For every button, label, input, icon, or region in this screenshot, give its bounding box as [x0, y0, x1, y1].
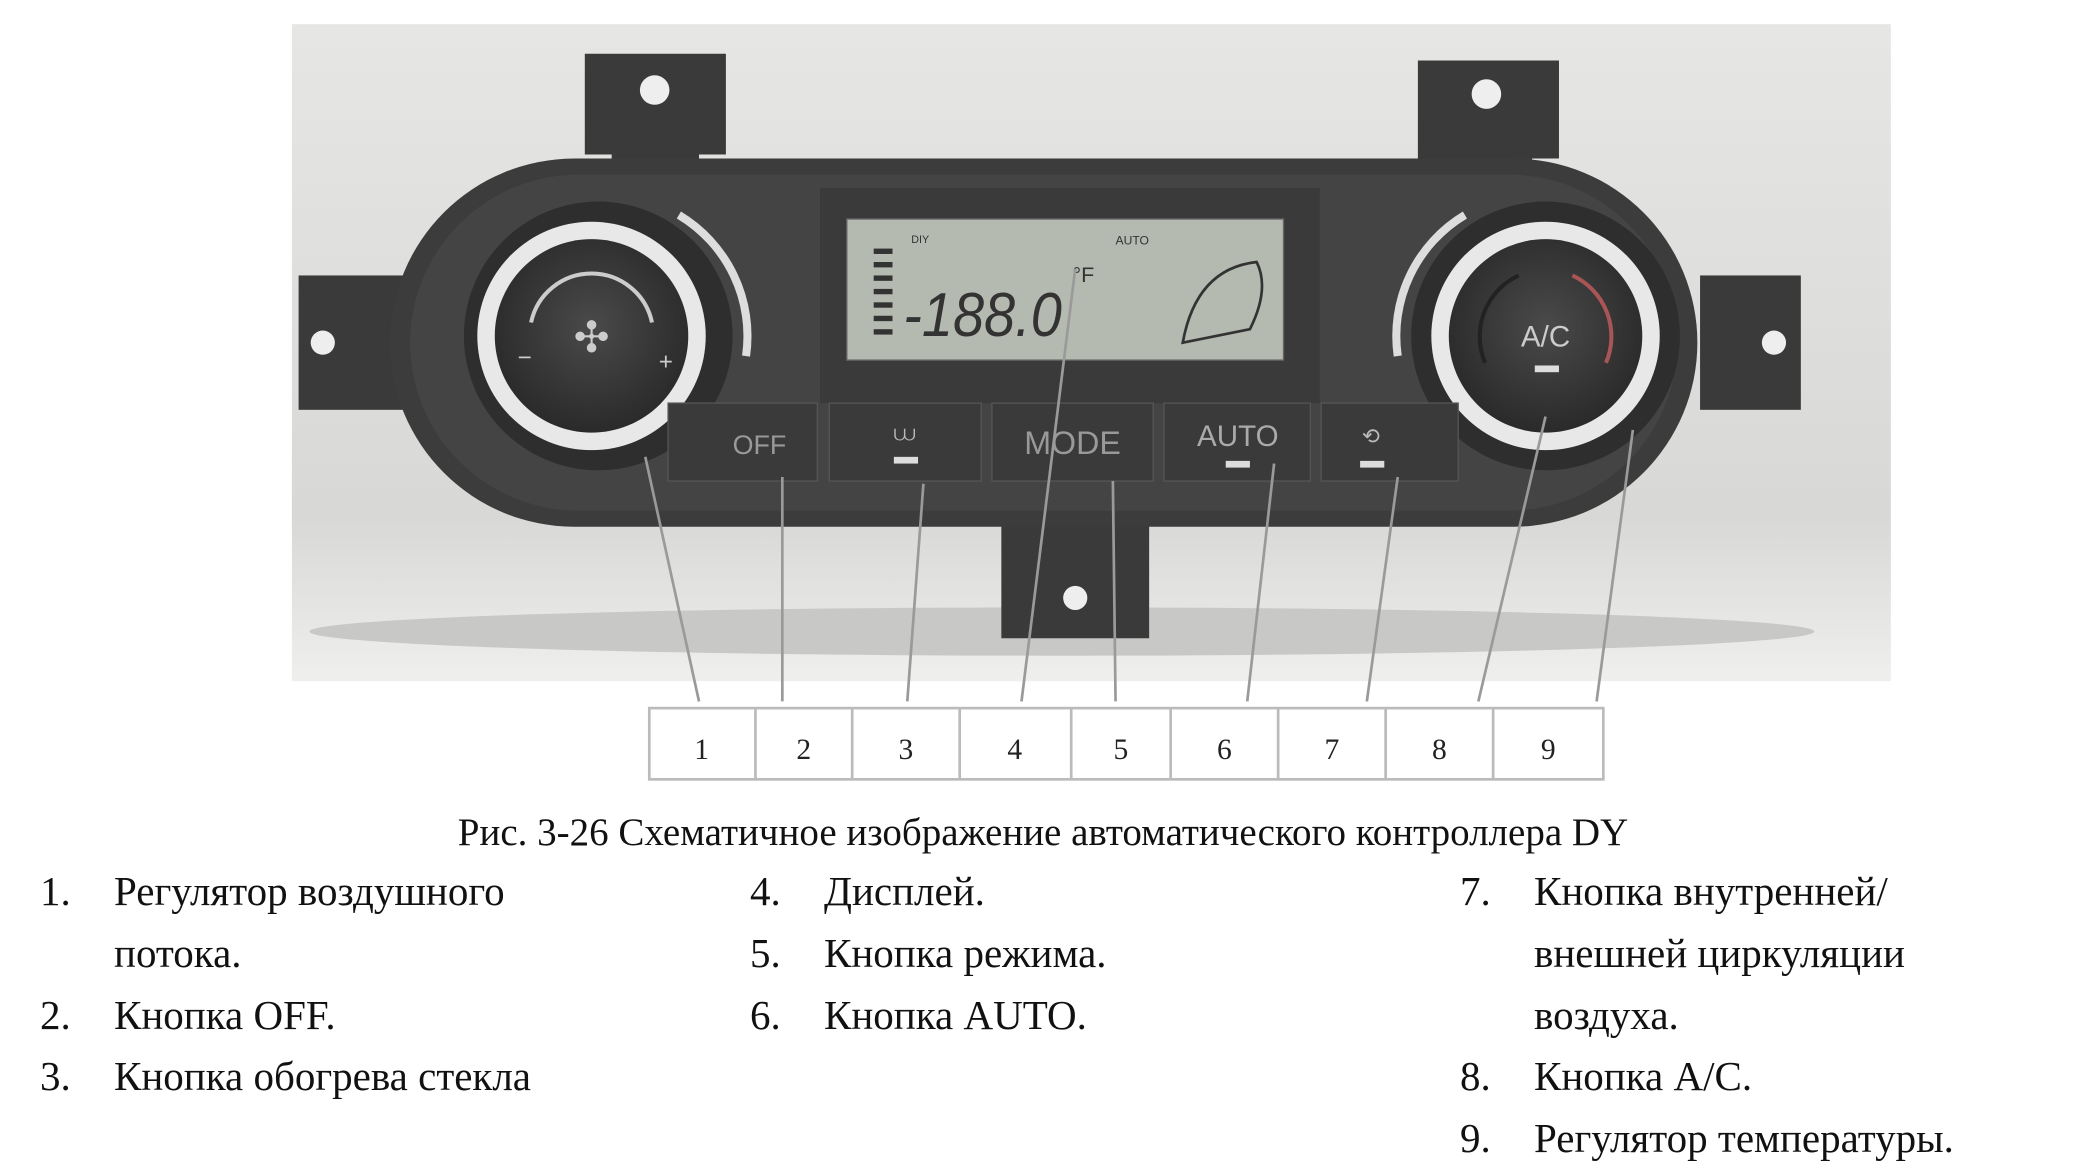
display: DIY AUTO -188.0 °F [846, 218, 1285, 361]
legend-num: 4. [750, 868, 781, 914]
temperature-knob: A/C [1392, 201, 1680, 471]
callout-arrows [643, 268, 1635, 702]
legend-num: 1. [40, 868, 71, 914]
legend-text: Кнопка внутренней/ [1534, 868, 1888, 914]
ac-indicator [1534, 365, 1559, 373]
callout-boxes: 1 2 3 4 5 6 7 8 9 [647, 706, 1605, 781]
callout-7: 7 [1325, 734, 1340, 766]
callout-4: 4 [1007, 734, 1022, 766]
callout-1: 1 [694, 734, 709, 766]
callout-6: 6 [1217, 734, 1232, 766]
legend-text: Кнопка A/C. [1534, 1053, 1753, 1099]
svg-text:+: + [659, 349, 673, 376]
legend-text: Регулятор воздушного [114, 868, 505, 914]
mode-button[interactable] [991, 402, 1154, 482]
button-row: OFF ⩊ MODE AUTO ⟲ [667, 402, 1459, 482]
legend-num: 9. [1460, 1115, 1491, 1161]
legend-num: 7. [1460, 868, 1491, 914]
defrost-icon: ⩊ [894, 422, 916, 446]
callout-3: 3 [899, 734, 914, 766]
legend-num: 8. [1460, 1053, 1491, 1099]
display-unit: °F [1073, 263, 1095, 287]
legend-text: Кнопка режима. [824, 930, 1107, 976]
ac-button-label: A/C [1521, 321, 1570, 354]
off-button[interactable] [667, 402, 818, 482]
mounting-tabs [298, 53, 1801, 639]
recirculation-button[interactable] [1320, 402, 1459, 482]
legend-num: 6. [750, 992, 781, 1038]
fan-speed-knob: ✣ − + [463, 201, 752, 471]
display-temperature: -188.0 [903, 281, 1062, 350]
legend-text: Регулятор температуры. [1534, 1115, 1954, 1161]
display-mode-indicator: DIY [911, 234, 929, 246]
legend-num: 2. [40, 992, 71, 1038]
callout-5: 5 [1114, 734, 1129, 766]
legend-text: Кнопка обогрева стекла [114, 1053, 532, 1099]
legend-text: Кнопка OFF. [114, 992, 336, 1038]
auto-button[interactable] [1163, 402, 1312, 482]
svg-text:−: − [518, 344, 532, 371]
legend-num: 5. [750, 930, 781, 976]
auto-button-label: AUTO [1197, 420, 1279, 453]
legend-text: потока. [114, 930, 242, 976]
legend-text: воздуха. [1534, 992, 1679, 1038]
legend-text: Дисплей. [824, 868, 985, 914]
defrost-button[interactable] [828, 402, 982, 482]
figure-caption: Рис. 3-26 Схематичное изображение автома… [457, 811, 1629, 854]
off-button-label: OFF [733, 430, 787, 460]
callout-9: 9 [1541, 734, 1556, 766]
mode-button-label: MODE [1024, 425, 1121, 461]
display-auto-indicator: AUTO [1116, 234, 1149, 248]
legend-text: Кнопка AUTO. [824, 992, 1087, 1038]
legend-num: 3. [40, 1053, 71, 1099]
fan-icon: ✣ [574, 314, 610, 362]
callout-8: 8 [1432, 734, 1447, 766]
callout-2: 2 [796, 734, 811, 766]
recirculation-icon: ⟲ [1362, 424, 1380, 448]
legend-text: внешней циркуляции [1534, 930, 1905, 976]
